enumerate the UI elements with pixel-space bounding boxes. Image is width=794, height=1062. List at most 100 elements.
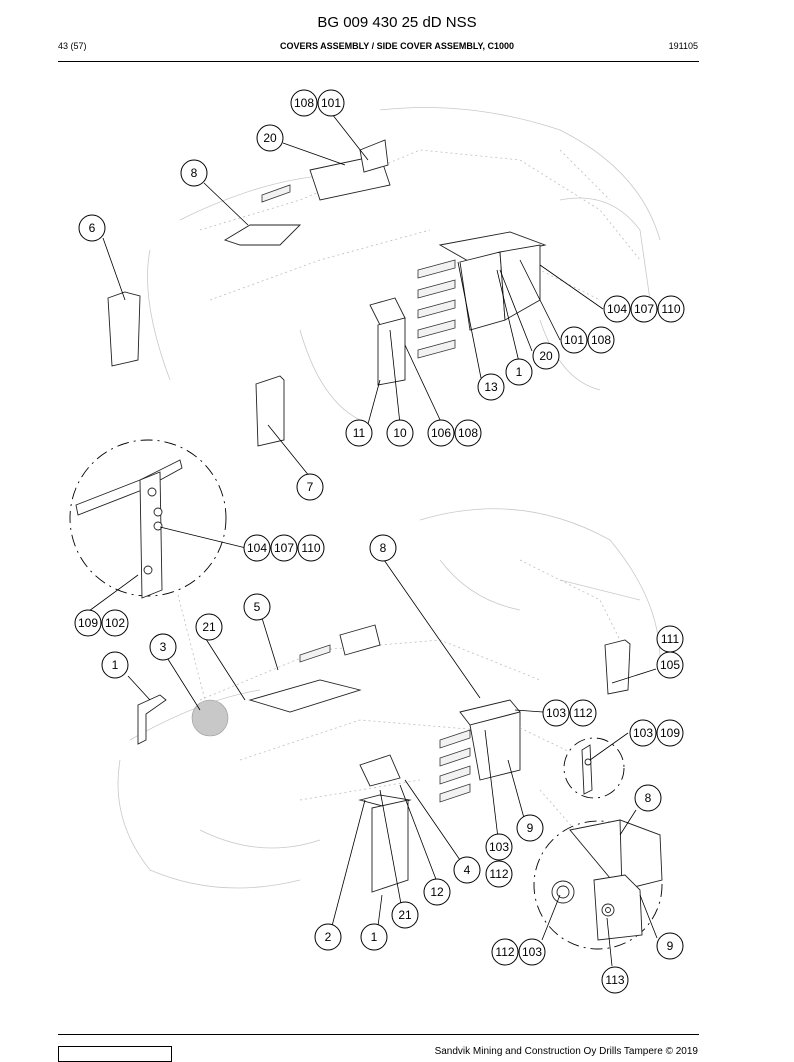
- callout-number: 1: [112, 658, 119, 672]
- callout-number: 20: [539, 349, 553, 363]
- callout-balloon: [74, 609, 102, 637]
- copyright-notice: Sandvik Mining and Construction Oy Drill…: [434, 1046, 698, 1057]
- callout-number: 21: [398, 908, 412, 922]
- callout-number: 111: [661, 632, 680, 646]
- side-cover-6: [107, 291, 141, 367]
- callout-balloon: [256, 124, 284, 152]
- callout-balloon: [569, 699, 597, 727]
- callout-5: 5: [243, 593, 271, 621]
- callout-21: 21: [391, 901, 419, 929]
- callout-balloon: [180, 159, 208, 187]
- callout-number: 104: [247, 541, 267, 555]
- callout-12: 12: [423, 878, 451, 906]
- callout-number: 2: [325, 930, 332, 944]
- leader-lines: [88, 113, 658, 967]
- callout-4: 4: [453, 856, 481, 884]
- callout-number: 112: [495, 945, 514, 959]
- callout-6: 6: [78, 214, 106, 242]
- callout-number: 9: [527, 821, 534, 835]
- callout-13: 13: [477, 373, 505, 401]
- callout-number: 105: [660, 658, 680, 672]
- callout-balloon: [601, 966, 629, 994]
- callout-number: 108: [294, 96, 314, 110]
- callout-8: 8: [634, 784, 662, 812]
- callout-balloon: [518, 938, 546, 966]
- callout-balloon: [454, 419, 482, 447]
- callout-3: 3: [149, 633, 177, 661]
- callout-1: 1: [360, 923, 388, 951]
- callout-number: 103: [633, 726, 653, 740]
- callout-number: 3: [160, 640, 167, 654]
- callout-balloon: [629, 719, 657, 747]
- callout-balloon: [657, 295, 685, 323]
- callout-balloon: [290, 89, 318, 117]
- callout-number: 6: [89, 221, 96, 235]
- callout-balloon: [101, 651, 129, 679]
- header-rule: [58, 61, 699, 62]
- side-cover-7: [255, 375, 285, 447]
- callout-balloon: [603, 295, 631, 323]
- date-code: 191105: [668, 41, 698, 51]
- callout-103-109: 103 109: [629, 719, 684, 747]
- callout-balloon: [491, 938, 519, 966]
- callout-2: 2: [314, 923, 342, 951]
- callout-7: 7: [296, 473, 324, 501]
- detail-view-small: [563, 737, 625, 799]
- callout-number: 103: [522, 945, 542, 959]
- callout-balloon: [296, 473, 324, 501]
- callout-112-103: 112 103: [491, 938, 546, 966]
- callout-number: 109: [660, 726, 680, 740]
- callout-balloon: [391, 901, 419, 929]
- upper-frame: [223, 139, 547, 386]
- callout-balloon: [453, 856, 481, 884]
- callout-balloon: [78, 214, 106, 242]
- callout-10: 10: [386, 419, 414, 447]
- company-logo: [58, 1046, 172, 1062]
- callout-20: 20: [256, 124, 284, 152]
- callout-112: 112: [485, 860, 513, 888]
- callout-balloon: [656, 719, 684, 747]
- callout-8: 8: [369, 534, 397, 562]
- callout-number: 101: [321, 96, 341, 110]
- callout-balloon: [542, 699, 570, 727]
- callout-number: 102: [105, 616, 125, 630]
- callout-number: 101: [564, 333, 584, 347]
- callout-number: 4: [464, 863, 471, 877]
- callout-number: 112: [489, 867, 508, 881]
- callout-balloon: [516, 814, 544, 842]
- section-title: COVERS ASSEMBLY / SIDE COVER ASSEMBLY, C…: [279, 41, 515, 51]
- callout-balloon: [656, 932, 684, 960]
- callout-113: 113: [601, 966, 629, 994]
- page-number: 43 (57): [58, 41, 87, 51]
- callout-balloon: [195, 613, 223, 641]
- callout-number: 103: [546, 706, 566, 720]
- callout-balloon: [634, 784, 662, 812]
- footer-rule: [58, 1034, 699, 1035]
- callout-103: 103: [485, 833, 513, 861]
- callout-11: 11: [345, 419, 373, 447]
- callout-balloon: [656, 651, 684, 679]
- callout-balloon: [369, 534, 397, 562]
- callout-number: 8: [380, 541, 387, 555]
- callout-balloon: [386, 419, 414, 447]
- callout-number: 107: [274, 541, 294, 555]
- callout-balloon: [630, 295, 658, 323]
- callout-number: 1: [516, 365, 523, 379]
- detail-view-lower: [533, 819, 663, 950]
- projection-lines: [177, 594, 576, 831]
- callout-21: 21: [195, 613, 223, 641]
- detail-view-upper: [69, 439, 227, 599]
- callout-number: 21: [202, 620, 216, 634]
- callout-1: 1: [101, 651, 129, 679]
- callout-balloon: [477, 373, 505, 401]
- callout-balloon: [314, 923, 342, 951]
- callout-9: 9: [656, 932, 684, 960]
- callout-balloon: [317, 89, 345, 117]
- callout-number: 13: [484, 380, 498, 394]
